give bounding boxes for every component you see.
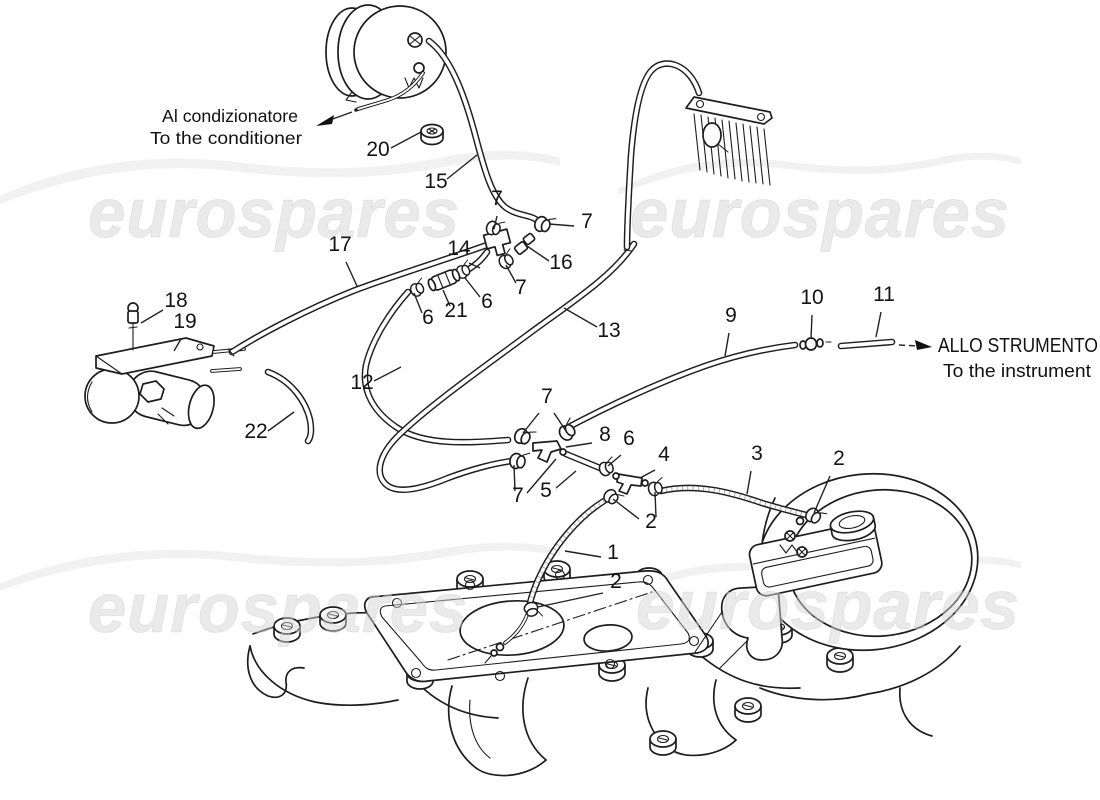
callout-leader-7 xyxy=(548,223,575,227)
callout-11: 11 xyxy=(873,283,895,306)
callout-leader-7 xyxy=(493,215,498,230)
callout-leader-7 xyxy=(513,464,516,492)
callout-14: 14 xyxy=(447,237,471,260)
callout-21: 21 xyxy=(444,299,467,322)
vacuum-sensor xyxy=(127,302,139,351)
callout-4: 4 xyxy=(658,443,670,466)
callout-6: 6 xyxy=(481,290,493,313)
callout-2: 2 xyxy=(645,510,657,533)
callout-leader-17 xyxy=(345,261,358,287)
callout-leader-7 xyxy=(526,458,557,494)
watermark-layer: eurospares eurospares eurospares eurospares xyxy=(88,174,1020,648)
callout-leader-11 xyxy=(875,311,882,338)
text-annotations: Al condizionatore To the conditioner ALL… xyxy=(150,106,1098,381)
grommet xyxy=(420,123,444,146)
callout-leader-9 xyxy=(724,332,730,357)
callout-18: 18 xyxy=(164,289,187,312)
callout-leader-14 xyxy=(468,262,481,269)
callout-10: 10 xyxy=(800,286,823,309)
callout-7: 7 xyxy=(515,276,527,299)
watermark-text: eurospares xyxy=(88,174,460,252)
solenoid-valve xyxy=(84,302,246,430)
conditioner-label-en: To the conditioner xyxy=(150,128,302,148)
callout-6: 6 xyxy=(623,427,635,450)
callout-7: 7 xyxy=(541,385,553,408)
conditioner-label-it: Al condizionatore xyxy=(162,106,298,126)
callout-12: 12 xyxy=(350,371,373,394)
callout-leader-2 xyxy=(537,592,604,608)
callout-2: 2 xyxy=(833,447,845,470)
callout-7: 7 xyxy=(512,484,524,507)
annotation-arrows xyxy=(316,111,932,350)
callout-15: 15 xyxy=(424,170,447,193)
heat-sink xyxy=(685,96,773,186)
callout-leader-4 xyxy=(639,469,656,479)
callout-22: 22 xyxy=(244,420,267,443)
callout-16: 16 xyxy=(549,251,572,274)
callout-leader-2 xyxy=(654,491,657,518)
callout-7: 7 xyxy=(581,210,593,233)
callout-5: 5 xyxy=(540,479,552,502)
callout-7: 7 xyxy=(491,187,503,210)
callout-leader-7 xyxy=(505,264,517,284)
callout-leader-6 xyxy=(607,454,622,467)
instrument-arrowhead xyxy=(915,340,932,350)
callout-leader-15 xyxy=(446,154,478,180)
callout-leader-8 xyxy=(565,442,593,448)
callout-leader-2 xyxy=(612,498,640,520)
callout-leader-21 xyxy=(442,289,451,307)
callout-leader-19 xyxy=(173,338,182,352)
watermark-text: eurospares xyxy=(636,566,1020,644)
callout-leader-20 xyxy=(390,131,422,149)
tee-fitting-8 xyxy=(532,440,562,463)
callout-6: 6 xyxy=(422,306,434,329)
callout-leader-10 xyxy=(810,314,813,340)
callout-1: 1 xyxy=(607,541,619,564)
watermark-text: eurospares xyxy=(88,569,468,647)
callout-leader-2 xyxy=(813,475,831,514)
callout-19: 19 xyxy=(173,310,196,333)
callout-17: 17 xyxy=(328,233,351,256)
callout-leader-3 xyxy=(746,470,752,495)
brake-booster xyxy=(694,472,979,669)
callout-leader-6 xyxy=(413,292,423,314)
callout-leader-18 xyxy=(140,309,164,324)
callout-20: 20 xyxy=(366,138,389,161)
reservoir-cap xyxy=(829,510,877,542)
conditioner-arrowhead xyxy=(316,115,334,126)
vacuum-canister xyxy=(325,4,447,103)
callout-leader-1 xyxy=(564,550,602,558)
callout-8: 8 xyxy=(599,423,611,446)
callout-9: 9 xyxy=(725,304,737,327)
callout-leader-22 xyxy=(267,411,295,432)
watermark-text: eurospares xyxy=(630,174,1010,252)
fitting-4 xyxy=(616,473,643,495)
fittings xyxy=(227,108,832,664)
instrument-label-en: To the instrument xyxy=(943,360,1091,381)
callout-leader-13 xyxy=(563,307,598,328)
callout-2: 2 xyxy=(610,570,622,593)
callout-3: 3 xyxy=(751,442,763,465)
coupling-21 xyxy=(427,268,461,292)
callout-leader-7 xyxy=(553,412,567,432)
callout-leader-5 xyxy=(555,470,577,489)
intake-manifold xyxy=(246,560,961,777)
callout-leader-12 xyxy=(373,366,402,382)
instrument-label-it: ALLO STRUMENTO xyxy=(938,334,1098,357)
callout-13: 13 xyxy=(597,319,620,342)
callout-leader-16 xyxy=(526,245,550,262)
callout-leader-7 xyxy=(522,412,540,434)
callout-leader-6 xyxy=(464,277,481,298)
